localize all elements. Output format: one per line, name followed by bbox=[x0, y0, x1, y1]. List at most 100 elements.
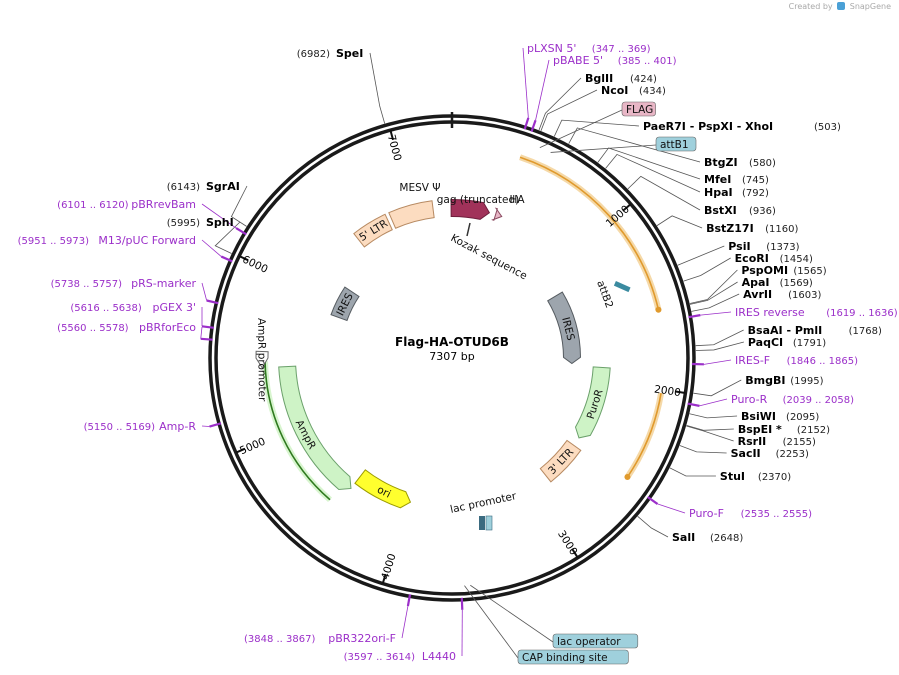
site-name[interactable]: HpaI bbox=[704, 186, 733, 199]
feature-label-ori: ori bbox=[375, 484, 393, 501]
site-name[interactable]: BstZ17I bbox=[706, 222, 754, 235]
primer-pbabe-5: pBABE 5'(385 .. 401) bbox=[530, 54, 677, 132]
badge-attb1[interactable]: attB1 bbox=[655, 136, 697, 152]
site-position: (6982) bbox=[297, 49, 330, 60]
tick-label-3000: 3000 bbox=[555, 529, 579, 558]
primer-name[interactable]: pBR322ori-F bbox=[328, 632, 396, 645]
site-bsaai: BsaAI - PmlI (1768) bbox=[748, 324, 882, 337]
feature-puror bbox=[574, 366, 611, 439]
primer-name[interactable]: IRES-F bbox=[735, 354, 770, 367]
site-position: (503) bbox=[814, 122, 841, 133]
site-name[interactable]: ApaI bbox=[742, 276, 770, 289]
badge-label: FLAG bbox=[626, 104, 653, 116]
site-name[interactable]: BglII bbox=[585, 72, 613, 85]
primer-leader bbox=[201, 203, 237, 229]
badge-box bbox=[552, 633, 639, 649]
site-paqci: PaqCI(1791) bbox=[748, 336, 826, 349]
site-sgrai: (6143)SgrAI bbox=[167, 180, 240, 193]
site-name[interactable]: PspOMI bbox=[741, 264, 788, 277]
feature-5-ltr bbox=[353, 213, 393, 248]
primer-name[interactable]: pRS-marker bbox=[131, 277, 196, 290]
site-bstxi: BstXI(936) bbox=[704, 204, 776, 217]
site-name[interactable]: RsrII bbox=[738, 435, 767, 448]
primer-pgex-3: pGEX 3'(5616 .. 5638) bbox=[70, 301, 215, 329]
site-position: (1768) bbox=[849, 326, 882, 337]
site-position: (5995) bbox=[167, 218, 200, 229]
primer-name[interactable]: L4440 bbox=[422, 650, 456, 663]
primer-name[interactable]: pGEX 3' bbox=[152, 301, 196, 314]
primer-name[interactable]: pBRforEco bbox=[139, 321, 196, 334]
attb2-marker bbox=[613, 281, 631, 293]
primer-l4440: L4440(3597 .. 3614) bbox=[344, 597, 464, 663]
badge-flag[interactable]: FLAG bbox=[621, 101, 656, 117]
site-name[interactable]: PsiI bbox=[728, 240, 750, 253]
site-name[interactable]: SpeI bbox=[336, 47, 363, 60]
badge-cap-binding-site[interactable]: CAP binding site bbox=[517, 649, 629, 665]
site-name[interactable]: BsaAI - PmlI bbox=[748, 324, 823, 337]
badge-leader bbox=[470, 584, 554, 643]
site-position: (2253) bbox=[776, 449, 809, 460]
cap-binding-marker bbox=[485, 515, 493, 531]
site-name[interactable]: PaqCI bbox=[748, 336, 783, 349]
primer-binding-mark bbox=[235, 227, 247, 236]
primer-position: (5738 .. 5757) bbox=[51, 279, 123, 290]
site-name[interactable]: SphI bbox=[206, 216, 234, 229]
primer-name[interactable]: M13/pUC Forward bbox=[98, 234, 196, 247]
tick-label-4000: 4000 bbox=[379, 552, 398, 581]
feature-3-ltr bbox=[539, 439, 582, 483]
site-bglii: BglII(424) bbox=[585, 72, 657, 85]
primer-position: (5560 .. 5578) bbox=[57, 323, 129, 334]
site-name[interactable]: BstXI bbox=[704, 204, 737, 217]
primer-ires-reverse: IRES reverse (1619 .. 1636) bbox=[688, 306, 898, 319]
primer-leader bbox=[522, 47, 529, 118]
site-sphi: (5995) SphI bbox=[167, 216, 234, 229]
site-position: (1565) bbox=[793, 266, 826, 277]
primer-binding-mark bbox=[209, 422, 222, 428]
site-name[interactable]: StuI bbox=[720, 470, 745, 483]
site-leader bbox=[214, 221, 241, 254]
site-leader bbox=[637, 516, 669, 538]
primer-name[interactable]: pBRrevBam bbox=[131, 198, 196, 211]
site-name[interactable]: BsiWI bbox=[741, 410, 776, 423]
site-name[interactable]: SacII bbox=[731, 447, 761, 460]
site-position: (745) bbox=[742, 175, 769, 186]
site-name[interactable]: MfeI bbox=[704, 173, 731, 186]
site-name[interactable]: SalI bbox=[672, 531, 695, 544]
site-name[interactable]: PaeR7I - PspXI - XhoI bbox=[643, 120, 773, 133]
primer-leader bbox=[703, 359, 732, 365]
feature-ampr-promoter bbox=[255, 350, 269, 369]
primer-name[interactable]: Amp-R bbox=[159, 420, 196, 433]
site-name[interactable]: EcoRI bbox=[735, 252, 769, 265]
tick-2000 bbox=[675, 390, 686, 395]
badge-leader bbox=[539, 109, 623, 148]
orf-arrows-layer bbox=[262, 154, 665, 503]
primer-name[interactable]: Puro-F bbox=[689, 507, 724, 520]
primer-binding-mark bbox=[523, 117, 530, 130]
badge-lac-operator[interactable]: lac operator bbox=[552, 633, 639, 649]
feature-ires-1 bbox=[547, 291, 581, 365]
site-name[interactable]: BmgBI bbox=[745, 374, 785, 387]
primer-m13-puc-forward: M13/pUC Forward (5951 .. 5973) bbox=[18, 234, 233, 263]
site-position: (2152) bbox=[797, 425, 830, 436]
primer-name[interactable]: Puro-R bbox=[731, 393, 768, 406]
site-name[interactable]: BspEI * bbox=[738, 423, 782, 436]
primer-position: (5951 .. 5973) bbox=[18, 236, 90, 247]
site-name[interactable]: NcoI bbox=[601, 84, 628, 97]
primer-name[interactable]: pLXSN 5' bbox=[527, 42, 576, 55]
primer-name[interactable]: IRES reverse bbox=[735, 306, 805, 319]
site-name[interactable]: BtgZI bbox=[704, 156, 738, 169]
primer-binding-mark bbox=[688, 314, 701, 319]
primer-name[interactable]: pBABE 5' bbox=[553, 54, 603, 67]
primer-pbr322ori-f: pBR322ori-F(3848 .. 3867) bbox=[244, 594, 412, 645]
plasmid-name: Flag-HA-OTUD6B bbox=[395, 335, 509, 349]
site-name[interactable]: SgrAI bbox=[206, 180, 240, 193]
site-leader bbox=[230, 185, 248, 227]
site-name[interactable]: AvrII bbox=[743, 288, 772, 301]
site-position: (792) bbox=[742, 188, 769, 199]
site-position: (1160) bbox=[765, 224, 798, 235]
primer-leader bbox=[200, 326, 203, 339]
primer-position: (1619 .. 1636) bbox=[826, 308, 898, 319]
site-position: (2155) bbox=[783, 437, 816, 448]
